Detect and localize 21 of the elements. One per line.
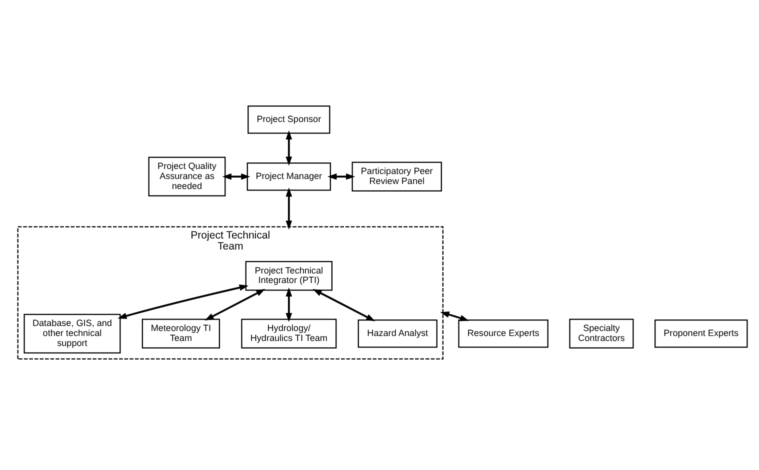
arrow (118, 284, 248, 318)
arrow (286, 130, 292, 166)
node-box: Hydrology/ Hydraulics TI Team (241, 318, 337, 348)
arrow (286, 286, 292, 322)
arrow (312, 288, 376, 321)
node-box: Project Manager (246, 162, 331, 190)
node-box: Project Technical Integrator (PTI) (245, 260, 332, 290)
arrow (286, 187, 292, 230)
node-box: Meteorology TI Team (142, 318, 220, 348)
arrow (204, 288, 266, 320)
arrow (222, 172, 250, 180)
node-box: Hazard Analyst (358, 319, 438, 348)
node-box: Participatory Peer Review Panel (352, 161, 442, 192)
node-box: Specialty Contractors (569, 318, 634, 348)
arrow (328, 172, 356, 180)
arrow (440, 311, 470, 321)
node-box: Proponent Experts (654, 319, 748, 348)
node-box: Project Quality Assurance as needed (148, 156, 226, 196)
node-box: Database, GIS, and other technical support (24, 313, 121, 353)
node-box: Project Sponsor (248, 104, 330, 134)
node-box: Resource Experts (458, 319, 548, 348)
